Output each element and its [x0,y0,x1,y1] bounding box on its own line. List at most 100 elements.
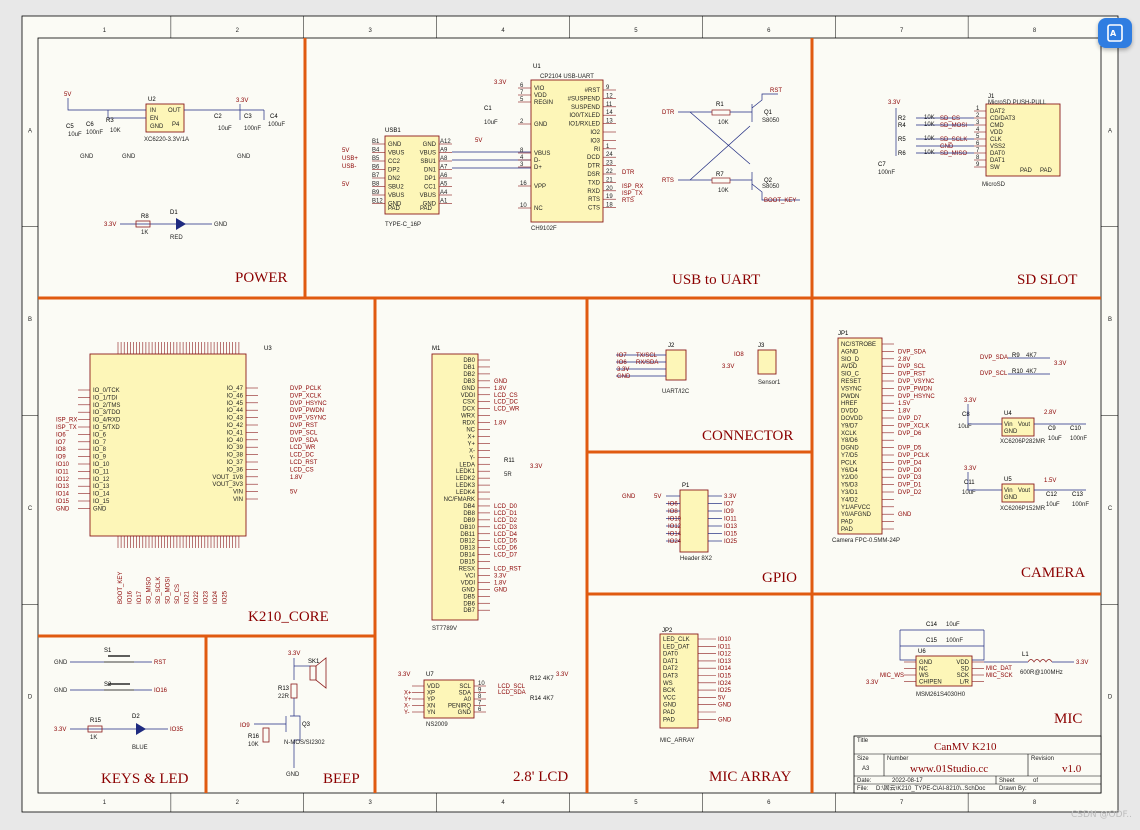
k210-right-net: LCD_RST [290,460,318,466]
k210-right-net: 1.8V [290,475,302,481]
cam-pin-name: PWDN [841,394,859,400]
u2-pin-in: IN [150,108,156,114]
k210-left-pin: IO_11 [93,469,110,475]
size-value: A3 [862,766,870,772]
k210-left-pin: IO_6 [93,432,107,438]
sd-pin-name: DAT2 [990,109,1006,115]
cp-right-pin-no: 13 [606,119,613,125]
k210-left-pin: IO_2/TMS [93,403,120,409]
usb-pad-left: PAD [388,206,401,212]
u4-vout: Vout [1018,422,1030,428]
cp-right-pin-no: 18 [606,203,613,209]
lcd-pin-name: X+ [467,434,475,440]
title-value: CanMV K210 [934,741,997,753]
cp-right-pin-no: 23 [606,161,613,167]
cam-net: 2.8V [898,357,910,363]
cp-left-pin-no: 3 [520,162,524,168]
net-5v-gpio: 5V [654,494,661,500]
k210-right-net: DVP_PCLK [290,386,321,392]
cam-net: DVP_D2 [898,490,922,496]
cam-pin-name: Y7/D5 [841,453,858,459]
ruler-col-label-bottom: 2 [236,800,240,806]
k210-left-net: IO7 [56,440,66,446]
cp-right-pin-name: SUSPEND [571,105,601,111]
lcd-pin-name: DB11 [460,532,475,538]
cam-pin-name: Y2/D0 [841,475,858,481]
translate-icon: A [1107,24,1123,42]
net-3v3-cp: 3.3V [494,80,506,86]
section-title-mic: MIC [1054,711,1082,727]
cam-pin-name: Y1/AFVCC [841,505,871,511]
r3-value: 10K [110,128,121,134]
mic-net-3v3: 3.3V [866,680,878,686]
net-2v8-u4: 2.8V [1044,410,1056,416]
cp-left-pin-no: 6 [520,83,524,89]
ruler-col-label-bottom: 3 [369,800,373,806]
k210-right-pin: IO_39 [227,445,244,451]
usb-right-pin-no: A1 [440,199,448,205]
mic-array-net: 5V [718,695,725,701]
u5-vout: Vout [1018,488,1030,494]
usb1-part: TYPE-C_16P [385,222,421,228]
k210-left-pin: IO_13 [93,484,110,490]
sd-res-value: 10K [924,122,935,128]
gpio-left-net: IO14 [668,532,682,538]
section-borders [38,38,1101,793]
cam-pin-name: AGND [841,349,859,355]
d2-value: BLUE [132,745,148,751]
usb-left-pin-name: VBUS [388,193,404,199]
usb-left-pin-no: B9 [372,190,380,196]
cp-left-pin-name: VBUS [534,151,550,157]
lcd-pin-name: X- [469,448,475,454]
j2-net-tx: TX/SCL [636,353,658,359]
r15-value: 1K [90,735,97,741]
net-usb-5v-right: 5V [475,138,482,144]
c7-value: 100nF [878,170,895,176]
cam-pin-name: Y9/D7 [841,423,858,429]
k210-left-pin: IO_14 [93,492,110,498]
k210-bottom-net: IO21 [185,590,191,604]
touch-x-net: Y+ [404,697,412,703]
u5-ref: U5 [1004,477,1012,483]
cam-pin-name: SIO_C [841,372,860,378]
lcd-pin-name: LEDK3 [456,483,476,489]
r16-value: 10K [248,742,259,748]
ruler-col-label-bottom: 8 [1033,800,1037,806]
usb-right-pin-name: GND [423,142,437,148]
net-3v3-j3: 3.3V [722,364,734,370]
lcd-pin-name: LEDK4 [456,490,476,496]
k210-right-net: 5V [290,490,297,496]
mic-array-net: IO25 [718,688,732,694]
cam-net: GND [898,512,912,518]
net-usb-5v-left: 5V [342,148,349,154]
k210-right-pin: IO_37 [227,460,244,466]
r7-ref: R7 [716,172,724,178]
net-3v3-led: 3.3V [104,222,116,228]
translate-fab-button[interactable]: A [1098,18,1132,48]
cp-right-pin-name: RTS [588,197,600,203]
usb-right-pin-name: SBU1 [420,159,436,165]
touch-right-pin-no: 8 [478,694,482,700]
touch-left-pin: YP [427,697,435,703]
gpio-left-net: IO8 [668,509,678,515]
of-label: of [1033,778,1038,784]
u1-part2: CH9102F [531,226,557,232]
cp-right-pin-no: 19 [606,194,613,200]
r8-value: 1K [141,230,148,236]
jp1-ref: JP1 [838,331,849,337]
cam-pin-name: Y8/D6 [841,438,858,444]
lcd-net: LCD_D0 [494,504,518,510]
c10-value: 100nF [1070,436,1087,442]
s1-ref: S1 [104,648,112,654]
cam-pin-name: DGND [841,446,859,452]
cp-left-pin-name: GND [534,122,548,128]
k210-left-pin: IO_8 [93,447,107,453]
ruler-col-label-bottom: 5 [634,800,638,806]
cp-right-pin-name: IO1/RXLED [569,122,601,128]
touch-net-sda: LCD_SDA [498,690,526,696]
gpio-right-net: 3.3V [724,494,736,500]
cp-left-pin-name: D- [534,158,540,164]
k210-bottom-net: IO16 [128,590,134,604]
